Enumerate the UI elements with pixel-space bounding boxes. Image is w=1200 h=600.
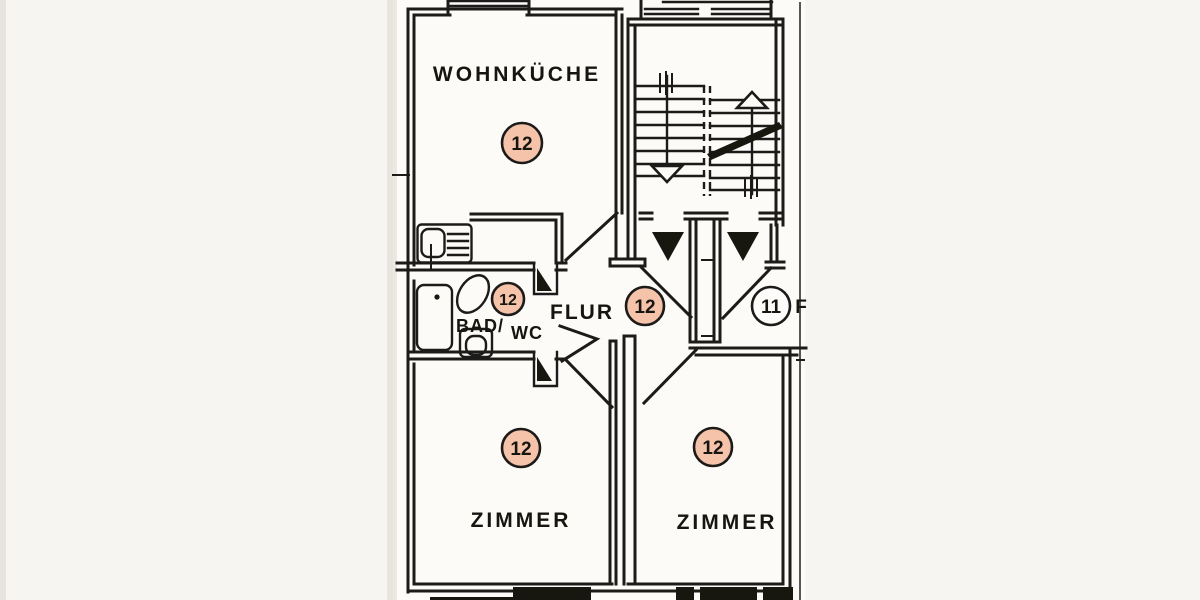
unit-number-neighbor: 11 [761,297,782,318]
stair-arrow-up-icon [733,90,771,110]
unit-number-zimmer-right: 12 [702,438,723,459]
stair-tick-marks-top [659,71,673,95]
stair-tick-marks-bottom [744,175,758,199]
facade-windows [430,587,793,600]
plan-paper-area [393,0,805,600]
bathtub-icon [415,283,454,352]
unit-number-flur: 12 [634,297,655,318]
badge-neighbor-11 [750,285,792,327]
stair-break-line [707,122,783,160]
unit-number-bad-wc: 12 [499,292,517,309]
unit-number-wohnkueche: 12 [511,134,532,155]
entry-door-triangle-12 [652,232,684,261]
staircase [626,0,785,261]
unit-number-zimmer-left: 12 [510,439,531,460]
stair-stringer [702,86,712,196]
room-label-zimmer-right: ZIMMER [677,511,778,534]
entry-door-triangle-11 [727,232,759,261]
stair-treads-left [633,84,706,178]
room-label-flur: FLUR [550,301,614,324]
stair-arrow-down-icon [648,164,686,184]
room-label-bad: BAD/ [456,316,504,336]
badge-wohnkueche [500,121,544,165]
entrance-walls [638,211,786,350]
badge-zimmer-right [692,426,734,468]
kitchen-sink-icon [416,223,473,269]
badge-zimmer-left [500,427,542,469]
badge-flur [624,285,666,327]
washbasin-icon [455,274,491,314]
window-top-icon [446,0,531,17]
room-label-neighbor-partial: F [795,297,807,318]
unit-number-badges [490,121,792,469]
toilet-icon [458,327,494,359]
room-label-zimmer-left: ZIMMER [471,509,572,532]
scan-edge-left [0,0,6,600]
flur-door-swings [558,210,774,410]
door-zimmer-left [532,350,559,388]
badge-bad-wc [490,281,526,317]
room-label-wohnkueche: WOHNKÜCHE [433,63,601,86]
scan-shadow-left [387,0,397,600]
door-bad-wc [532,261,559,296]
room-label-wc: WC [511,323,543,343]
